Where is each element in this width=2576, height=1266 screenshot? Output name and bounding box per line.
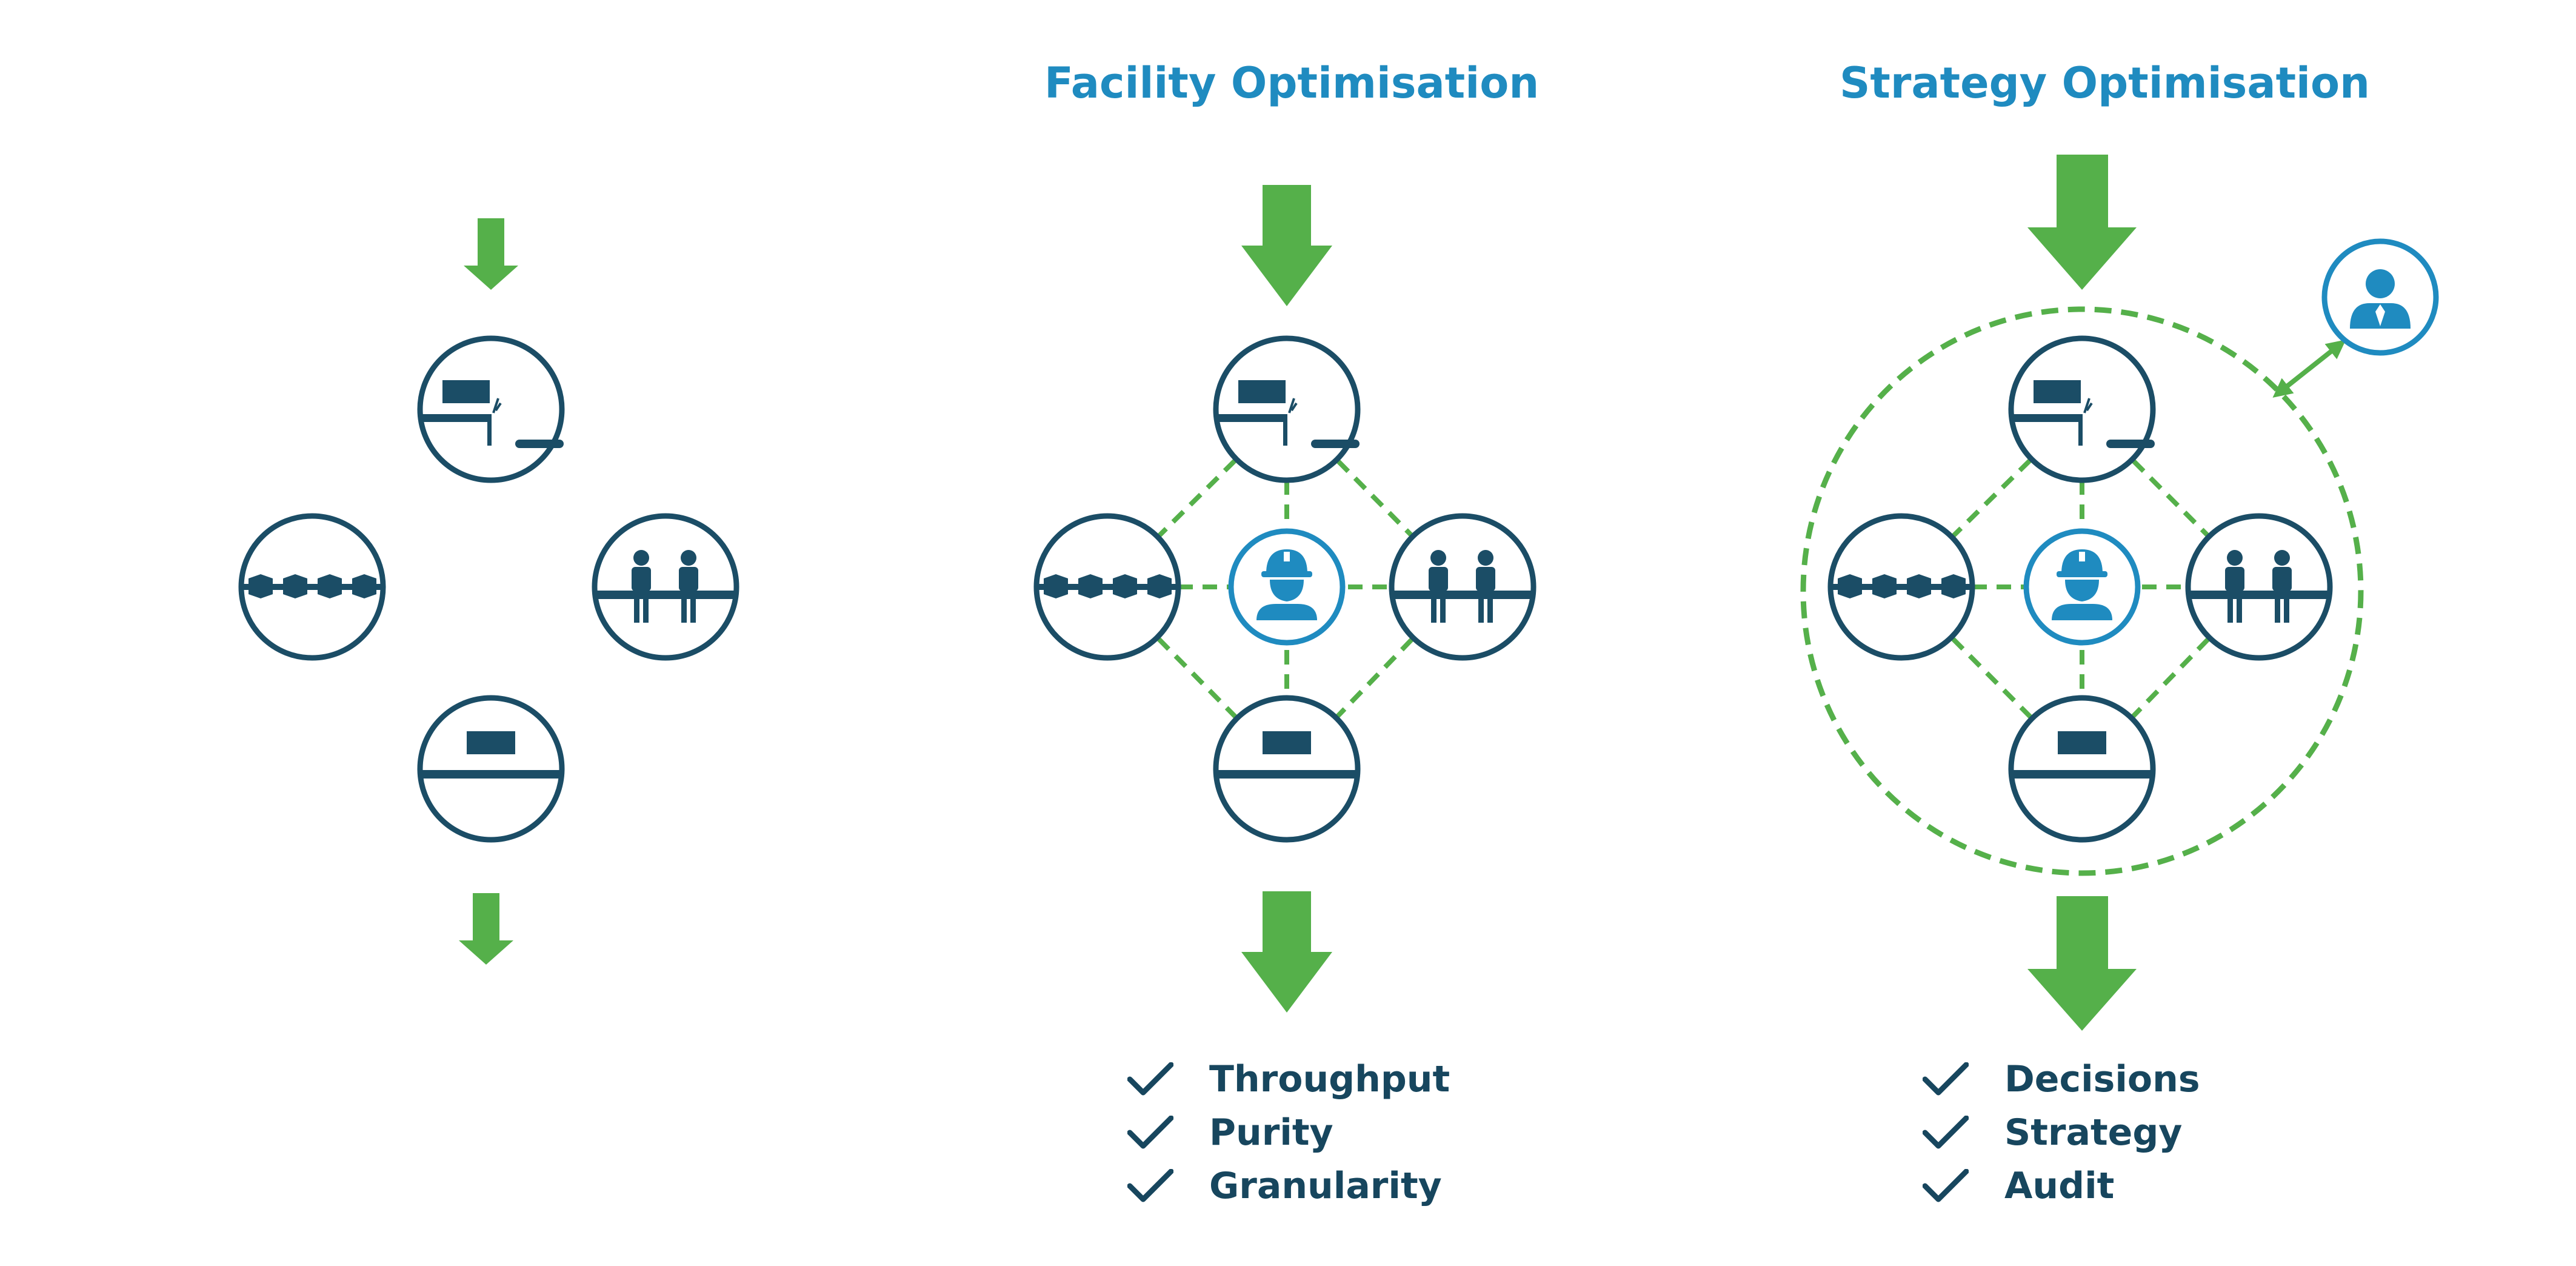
list-item: Decisions xyxy=(1923,1053,2347,1106)
list-item-label: Audit xyxy=(2004,1165,2115,1207)
check-icon xyxy=(1923,1116,1969,1149)
check-icon xyxy=(1127,1169,1173,1202)
operator-hardhat-icon xyxy=(1228,528,1346,646)
station-conveyor xyxy=(1033,513,1181,661)
check-icon xyxy=(1923,1062,1969,1096)
strategy-boundary xyxy=(1800,306,2364,876)
list-item-label: Decisions xyxy=(2004,1058,2200,1100)
panel-title-strategy: Strategy Optimisation xyxy=(1840,58,2370,108)
station-conveyor xyxy=(238,513,386,661)
station-workers xyxy=(2185,513,2333,661)
list-item-label: Purity xyxy=(1209,1111,1333,1154)
output-arrow xyxy=(459,893,513,965)
list-item: Audit xyxy=(1923,1159,2347,1213)
station-output xyxy=(2008,695,2156,843)
list-item: Purity xyxy=(1127,1106,1552,1159)
station-filling xyxy=(1213,335,1361,483)
station-output xyxy=(417,695,565,843)
manager-link-arrow xyxy=(2272,340,2346,398)
input-arrow xyxy=(2027,155,2137,290)
manager-icon xyxy=(2321,238,2439,356)
check-icon xyxy=(1923,1169,1969,1202)
benefits-list-strategy: Decisions Strategy Audit xyxy=(1923,1053,2347,1213)
station-workers xyxy=(592,513,739,661)
station-workers xyxy=(1389,513,1537,661)
check-icon xyxy=(1127,1116,1173,1149)
input-arrow xyxy=(1241,185,1332,306)
panel-facility xyxy=(1033,185,1537,1013)
benefits-list-facility: Throughput Purity Granularity xyxy=(1127,1053,1552,1213)
list-item: Strategy xyxy=(1923,1106,2347,1159)
station-filling xyxy=(417,335,565,483)
list-item-label: Granularity xyxy=(1209,1165,1442,1207)
list-item-label: Throughput xyxy=(1209,1058,1450,1100)
list-item: Throughput xyxy=(1127,1053,1552,1106)
operator-hardhat-icon xyxy=(2023,528,2141,646)
output-arrow xyxy=(1241,891,1332,1013)
list-item: Granularity xyxy=(1127,1159,1552,1213)
check-icon xyxy=(1127,1062,1173,1096)
panel-baseline xyxy=(238,218,739,965)
output-arrow xyxy=(2027,896,2137,1031)
station-output xyxy=(1213,695,1361,843)
panel-title-facility: Facility Optimisation xyxy=(1044,58,1540,108)
input-arrow xyxy=(464,218,518,290)
station-conveyor xyxy=(1827,513,1975,661)
station-filling xyxy=(2008,335,2156,483)
panel-strategy xyxy=(1800,155,2439,1031)
list-item-label: Strategy xyxy=(2004,1111,2183,1154)
